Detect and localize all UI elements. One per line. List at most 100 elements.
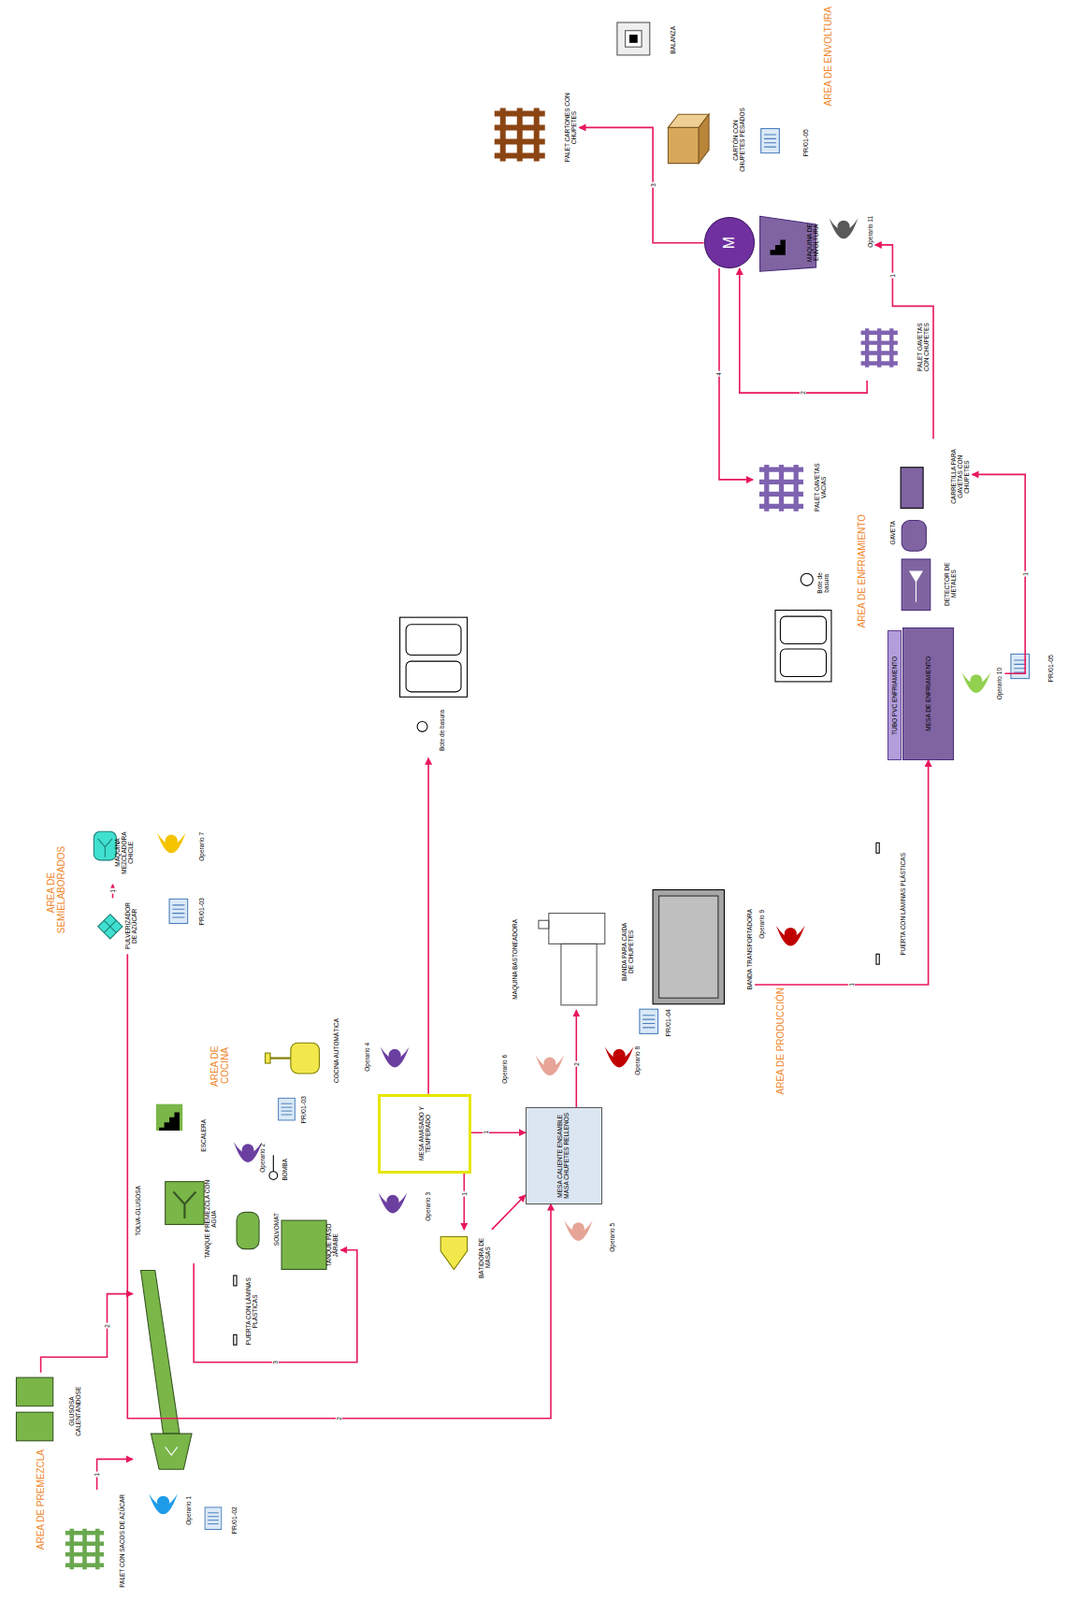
flow-arrow	[97, 1458, 133, 1490]
equipment-label: PALET GAVETAS CON CHUPETES	[916, 316, 930, 379]
equipment-label: Bote de basura	[438, 709, 446, 751]
equipment-label: TUBO PVC ENFRIAMIENTO	[891, 656, 898, 736]
area-label: AREA DE COCINA	[209, 1038, 231, 1095]
operator-node: Operario 8	[581, 1036, 643, 1088]
flow-arrow	[875, 245, 934, 439]
equipment-label: Operario 6	[501, 1054, 508, 1084]
flow-number: 1	[482, 1129, 490, 1136]
equipment-node: CARTÓN CON CHUPETES PESADOS	[661, 101, 749, 179]
equipment-node: MAQUINA BASTONEADORA	[509, 908, 612, 1011]
equipment-label: MAQUINA BASTONEADORA	[511, 919, 519, 1000]
equipment-node: TUBO PVC ENFRIAMIENTO	[887, 630, 902, 761]
procedure-code: PR/01-05	[802, 129, 810, 158]
equipment-label: TANQUE PREMEZCLA CON AGUA	[203, 1177, 217, 1262]
flow-number: 2	[335, 1415, 343, 1422]
equipment-label: Operario 8	[634, 1046, 641, 1076]
equipment-node: CARRETILLA PARA GAVETAS CON CHUPETES	[895, 438, 973, 516]
equipment-node: GAVETA	[887, 515, 934, 551]
equipment-node: PALET CON SACOS DE AZÚCAR	[56, 1489, 128, 1592]
procedure-code: PR/01-02	[230, 1506, 239, 1535]
equipment-node: TANQUE PREMEZCLA CON AGUA	[163, 1175, 220, 1264]
flow-arrow	[719, 268, 753, 480]
equipment-label: PUERTA CON LÁMINAS PLÁSTICAS	[899, 852, 907, 956]
equipment-label: SOLVOMAT	[273, 1212, 280, 1246]
equipment-label: DETECTOR DE METALES	[943, 552, 957, 616]
equipment-label: PALET GAVETAS VACIAS	[813, 456, 827, 520]
flow-number: 2	[573, 1061, 580, 1068]
equipment-label: PALET CON SACOS DE AZÚCAR	[118, 1494, 126, 1588]
equipment-node: PUERTA CON LÁMINAS PLÁSTICAS	[872, 838, 909, 970]
equipment-node: MAQUINA MEZCLADORA CHICLE	[89, 821, 136, 885]
equipment-label: Operario 4	[363, 1042, 371, 1072]
operator-node: Operario 3	[372, 1178, 433, 1235]
equipment-node: PUERTA CON LÁMINAS PLÁSTICAS	[229, 1270, 260, 1353]
equipment-node: ESCALERA	[153, 1096, 210, 1174]
equipment-node: BOMBA	[267, 1148, 290, 1192]
envoltura-equipment	[494, 22, 898, 512]
flow-arrow	[41, 1294, 133, 1373]
equipment-label: PALET CARTONES CON CHUPETES	[563, 83, 578, 172]
equipment-node: PALET GAVETAS CON CHUPETES	[854, 314, 932, 381]
procedure-code: PR/01-03	[300, 1096, 308, 1125]
flow-arrow	[462, 1173, 465, 1230]
flow-number: 2	[103, 1323, 111, 1329]
equipment-label: GAVETA	[889, 520, 896, 545]
area-label: AREA DE ENFRIAMIENTO	[856, 514, 867, 629]
operator-node: Operario 6	[499, 1040, 569, 1097]
produccion-equipment	[400, 617, 881, 1242]
equipment-label: PUERTA CON LÁMINAS PLÁSTICAS	[245, 1272, 259, 1351]
equipment-label: MESA AMASADO Y TEMPERADO	[418, 1098, 432, 1170]
area-label: AREA DE ENVOLTURA	[822, 6, 834, 107]
equipment-label: GLUSOSA CALENTÁNDOSE	[68, 1374, 82, 1448]
equipment-label: BOMBA	[281, 1158, 289, 1181]
flow-number: 3	[649, 182, 657, 188]
flow-number: 4	[715, 371, 722, 377]
equipment-node: COCINA AUTOMÁTICA	[259, 1015, 342, 1087]
operator-node: Operario 10	[953, 652, 1006, 714]
equipment-label: M	[721, 236, 738, 249]
operator-node: Operario 4	[361, 1025, 414, 1090]
flow-arrow	[972, 474, 1026, 674]
equipment-label: Operario 9	[758, 909, 765, 939]
equipment-label: MAQUINA DE ENVOLTURA	[806, 211, 820, 275]
operator-node: Operario 9	[756, 885, 813, 963]
equipment-node: SOLVOMAT	[232, 1204, 282, 1256]
operator-node: Operario 7	[150, 821, 207, 873]
equipment-label: Bote de basura	[816, 564, 830, 603]
equipment-node: PALET CARTONES CON CHUPETES	[487, 81, 579, 174]
flow-arrow	[579, 127, 705, 243]
equipment-node: BATIDORA DE MASAS	[436, 1229, 493, 1286]
flow-number: 1	[889, 273, 896, 279]
equipment-label: TANQUE PASO JARABE	[325, 1216, 339, 1274]
flow-number: 3	[272, 1359, 279, 1366]
equipment-node: MESA AMASADO Y TEMPERADO	[377, 1094, 472, 1174]
equipment-node: BANDA PARA CAIDA DE CHUPETES	[616, 918, 639, 985]
equipment-node: BANDA TRANSPORTADORA	[648, 887, 756, 1011]
semielaborados-equipment	[93, 831, 188, 939]
equipment-label: BANDA TRANSPORTADORA	[746, 909, 753, 990]
equipment-label: Operario 3	[424, 1192, 432, 1222]
equipment-node: MESA CALIENTE ENSAMBLE MASA CHUPETES REL…	[525, 1107, 603, 1205]
operator-node: Operario 11	[823, 203, 876, 260]
premezcla-equipment	[15, 1104, 327, 1571]
equipment-label: Operario 11	[866, 216, 874, 248]
equipment-node: GLUSOSA CALENTÁNDOSE	[12, 1372, 84, 1450]
equipment-node: TANQUE PASO JARABE	[277, 1214, 342, 1276]
flow-arrow	[471, 1131, 526, 1134]
flow-arrow	[739, 268, 867, 393]
equipment-node: Bote de basura	[416, 702, 448, 759]
equipment-label: ESCALERA	[200, 1119, 207, 1153]
equipment-label: MAQUINA MEZCLADORA CHICLE	[114, 822, 134, 883]
equipment-node: DETECTOR DE METALES	[897, 550, 959, 618]
equipment-label: MESA DE ENFRIAMIENTO	[924, 656, 932, 732]
equipment-label: Operario 5	[608, 1223, 616, 1253]
equipment-label: COCINA AUTOMÁTICA	[332, 1018, 340, 1083]
equipment-label: Operario 1	[185, 1496, 192, 1526]
operator-node: Operario 5	[559, 1209, 618, 1266]
equipment-node: TOLVA-GLUSOSA	[132, 1183, 194, 1471]
equipment-node: MAQUINA DE ENVOLTURA	[756, 209, 822, 276]
equipment-node: BALANZA	[611, 10, 679, 70]
area-label: AREA DE PRODUCCIÓN	[775, 987, 786, 1095]
